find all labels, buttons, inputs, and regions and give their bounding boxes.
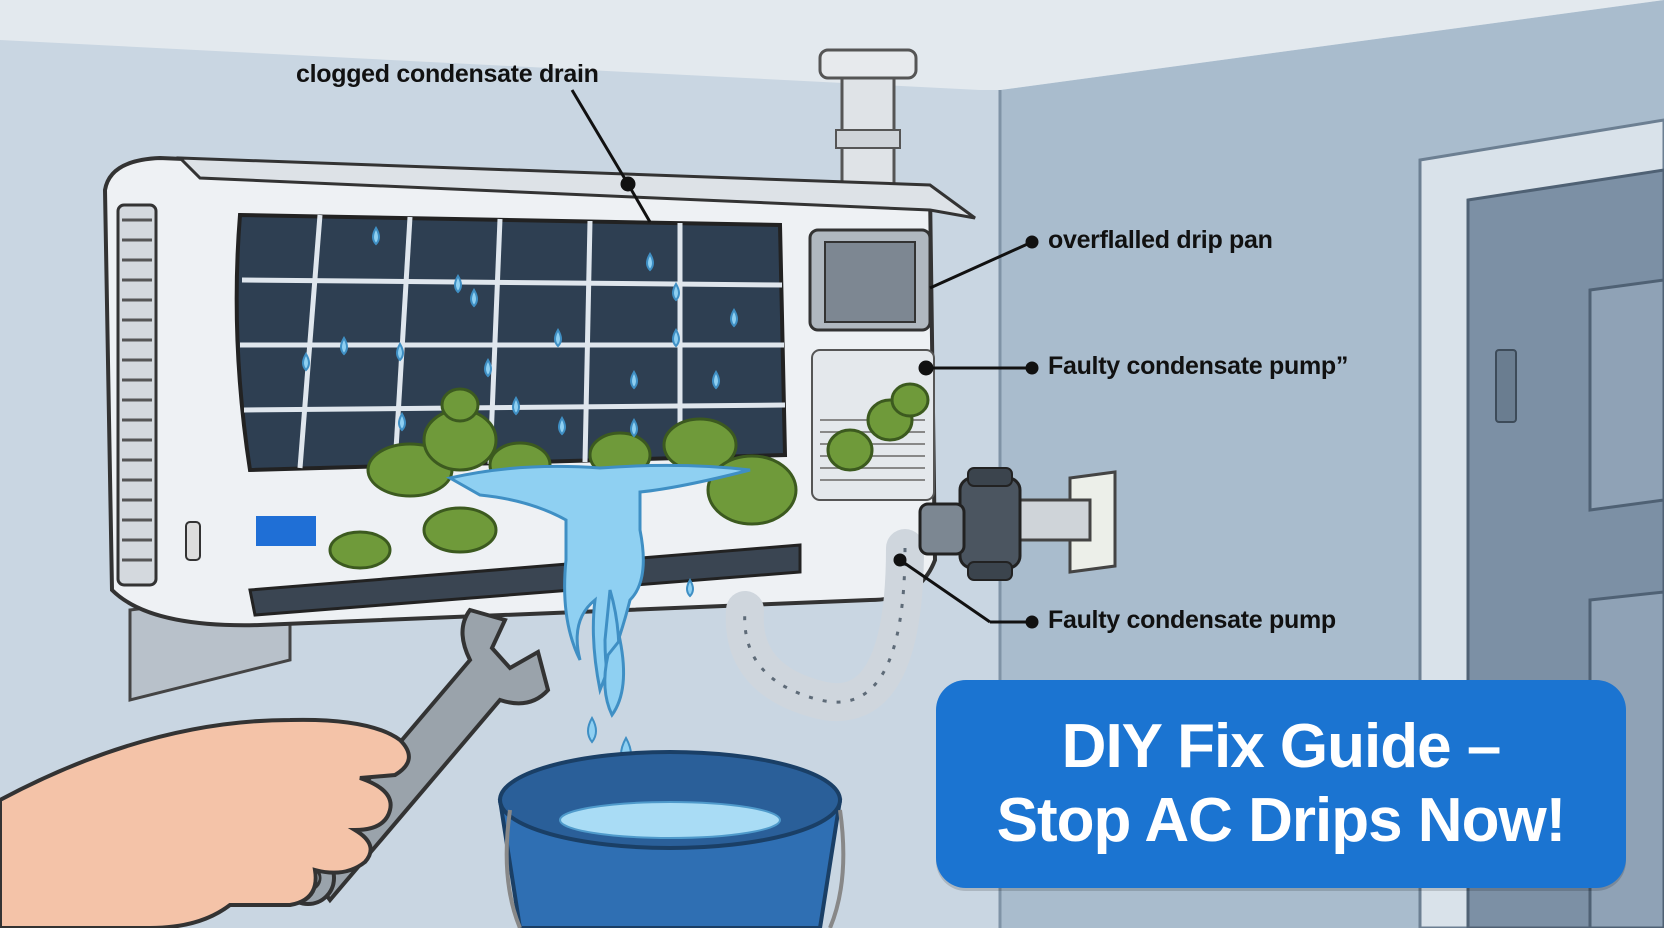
callout-drip-pan: overflalled drip pan [1048, 226, 1273, 254]
bucket [497, 750, 846, 928]
ceiling-strip [0, 0, 1664, 90]
hand [0, 717, 411, 928]
water-leak [445, 463, 751, 718]
drain-hose [725, 529, 924, 721]
banner-line-2: Stop AC Drips Now! [996, 786, 1567, 855]
title-banner: DIY Fix Guide – Stop AC Drips Now! [936, 680, 1626, 888]
door-hinge [1495, 349, 1517, 423]
mold [328, 382, 930, 570]
water-drops [302, 226, 738, 786]
callout-leaders [570, 89, 1039, 629]
callout-pump-upper: Faulty condensate pump” [1048, 352, 1349, 380]
wall-pipe [918, 467, 1117, 581]
callout-clogged-drain: clogged condensate drain [296, 60, 599, 88]
filter-grid [240, 214, 786, 469]
ac-unit [102, 155, 976, 628]
banner-line-1: DIY Fix Guide – [1061, 712, 1502, 781]
callout-pump-lower: Faulty condensate pump [1048, 606, 1336, 634]
ac-label [256, 516, 316, 546]
